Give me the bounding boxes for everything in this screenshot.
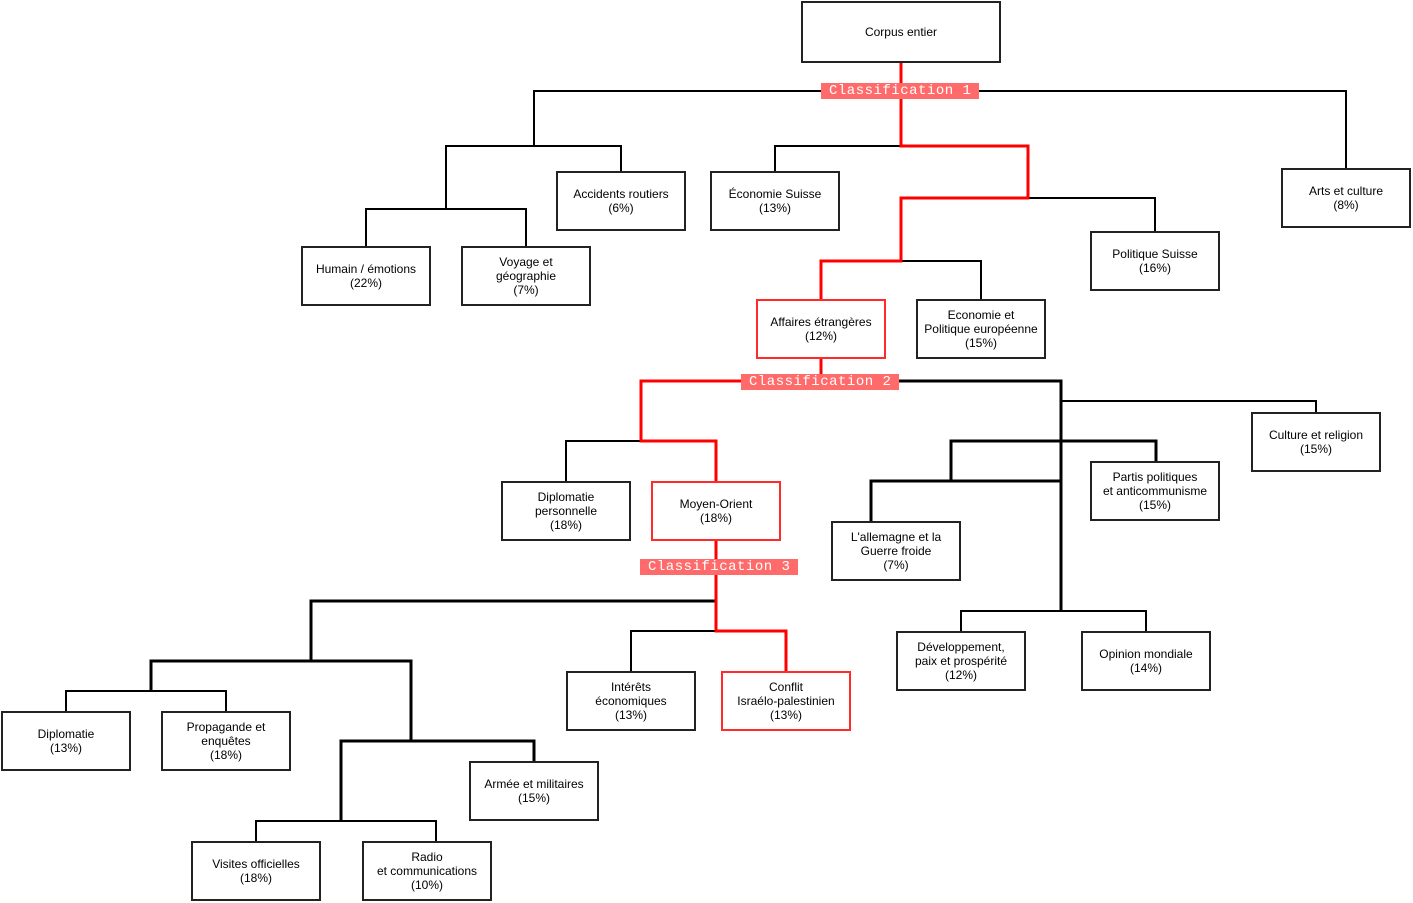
node-economie-politique-europeenne: Economie et Politique européenne (15%) — [916, 299, 1046, 359]
node-propagande-enquetes: Propagande et enquêtes (18%) — [161, 711, 291, 771]
node-accidents-routiers: Accidents routiers (6%) — [556, 171, 686, 231]
node-interets-economiques: Intérêts économiques (13%) — [566, 671, 696, 731]
node-opinion-mondiale: Opinion mondiale (14%) — [1081, 631, 1211, 691]
classification-1-label: Classification 1 — [821, 83, 980, 99]
node-humain-emotions: Humain / émotions (22%) — [301, 246, 431, 306]
node-politique-suisse: Politique Suisse (16%) — [1090, 231, 1220, 291]
node-culture-religion: Culture et religion (15%) — [1251, 412, 1381, 472]
node-diplomatie-personnelle: Diplomatie personnelle (18%) — [501, 481, 631, 541]
node-diplomatie: Diplomatie (13%) — [1, 711, 131, 771]
node-economie-suisse: Économie Suisse (13%) — [710, 171, 840, 231]
node-visites-officielles: Visites officielles (18%) — [191, 841, 321, 901]
node-affaires-etrangeres: Affaires étrangères (12%) — [756, 299, 886, 359]
node-radio-communications: Radio et communications (10%) — [362, 841, 492, 901]
node-developpement: Développement, paix et prospérité (12%) — [896, 631, 1026, 691]
node-voyage-geographie: Voyage et géographie (7%) — [461, 246, 591, 306]
classification-2-label: Classification 2 — [741, 374, 900, 390]
node-partis-politiques: Partis politiques et anticommunisme (15%… — [1090, 461, 1220, 521]
node-moyen-orient: Moyen-Orient (18%) — [651, 481, 781, 541]
classification-3-label: Classification 3 — [640, 559, 799, 575]
node-corpus-entier: Corpus entier — [801, 1, 1001, 63]
node-conflit-israelo-palestinien: Conflit Israélo-palestinien (13%) — [721, 671, 851, 731]
black-connectors — [65, 90, 1347, 841]
node-armee-militaires: Armée et militaires (15%) — [469, 761, 599, 821]
node-arts-et-culture: Arts et culture (8%) — [1281, 168, 1411, 228]
node-allemagne-guerre-froide: L'allemagne et la Guerre froide (7%) — [831, 521, 961, 581]
